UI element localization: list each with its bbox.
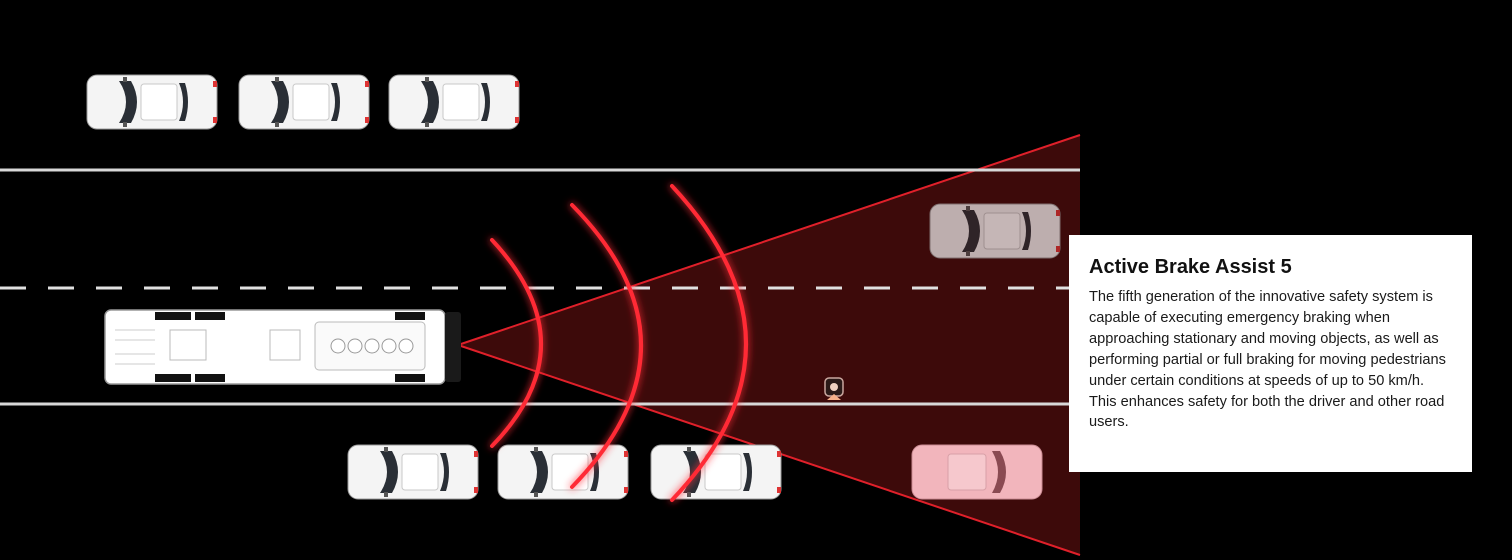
- bus-icon: [104, 309, 461, 385]
- info-body: The fifth generation of the innovative s…: [1089, 289, 1446, 431]
- lane-car-3: [650, 444, 782, 500]
- parked-car-1: [86, 74, 218, 130]
- lane-car-1: [347, 444, 479, 500]
- info-card: Active Brake Assist 5 The fifth generati…: [1069, 235, 1472, 472]
- parked-car-3: [388, 74, 520, 130]
- info-title: Active Brake Assist 5: [1089, 256, 1292, 278]
- radar-wave-2: [570, 203, 643, 489]
- cyclist-icon: [824, 377, 844, 400]
- radar-wave-3: [670, 184, 748, 502]
- radar-wave-1: [490, 238, 543, 448]
- parked-car-2: [238, 74, 370, 130]
- detected-car-bottom: [911, 444, 1043, 500]
- lane-car-2: [497, 444, 629, 500]
- detected-car-ahead: [929, 203, 1061, 259]
